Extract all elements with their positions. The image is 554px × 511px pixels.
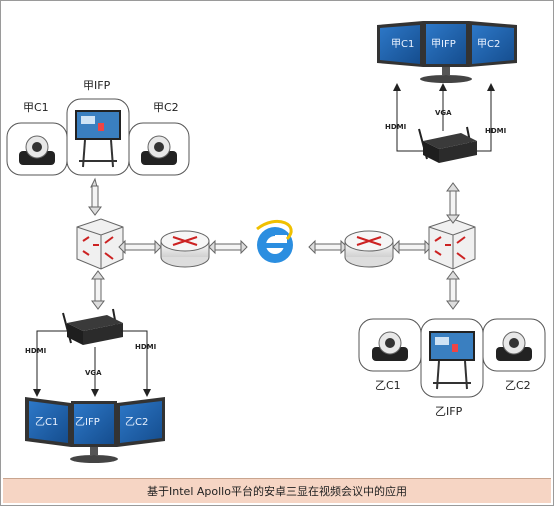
site-a-monitor-2-label: 乙IFP: [75, 416, 100, 428]
network-switch-icon: [428, 218, 476, 270]
site-a-ifp-label: 甲IFP: [83, 79, 111, 92]
hdmi-label-a-left: HDMI: [25, 347, 46, 355]
double-arrow-icon: [91, 270, 105, 310]
site-a-camera2-label: 甲C2: [153, 101, 179, 114]
hdmi-label-a-right: HDMI: [135, 343, 156, 351]
conference-camera-icon: [141, 135, 177, 165]
site-a-devices: 甲C1 甲IFP 甲C2: [6, 79, 190, 176]
vga-label-a: VGA: [85, 369, 102, 377]
site-a-camera1-label: 甲C1: [23, 101, 49, 114]
conference-camera-icon: [372, 331, 408, 361]
hdmi-label-b-left: HDMI: [385, 123, 406, 131]
double-arrow-icon: [308, 239, 348, 255]
double-arrow-icon: [118, 239, 162, 255]
site-b-devices: 乙C1 乙IFP 乙C2: [358, 318, 546, 418]
site-b-ifp-label: 乙IFP: [435, 405, 463, 418]
monitor-icon: [25, 397, 165, 463]
caption-bar: 基于Intel Apollo平台的安卓三显在视频会议中的应用: [3, 478, 551, 503]
site-b-camera2-label: 乙C2: [505, 379, 531, 392]
internet-explorer-icon: [256, 219, 293, 263]
double-arrow-icon: [208, 239, 248, 255]
site-b-camera1-label: 乙C1: [375, 379, 401, 392]
double-arrow-icon: [392, 239, 432, 255]
router-icon: [160, 230, 210, 268]
double-arrow-icon: [88, 177, 102, 216]
double-arrow-icon: [446, 182, 460, 224]
mini-pc-icon: [418, 126, 477, 163]
site-a-monitor-3-label: 乙C2: [125, 416, 148, 428]
hdmi-label-b-right: HDMI: [485, 127, 506, 135]
site-b-monitor-1-label: 甲C1: [391, 39, 414, 50]
network-switch-icon: [76, 218, 124, 270]
router-icon: [344, 230, 394, 268]
conference-camera-icon: [496, 331, 532, 361]
site-b-monitor-2-label: 甲IFP: [431, 39, 456, 50]
vga-label-b: VGA: [435, 109, 452, 117]
monitor-icon: [377, 21, 517, 83]
mini-pc-icon: [62, 308, 123, 345]
double-arrow-icon: [446, 270, 460, 310]
interactive-panel-icon: [429, 331, 475, 390]
site-a-monitor-1-label: 乙C1: [35, 416, 58, 428]
caption-text: 基于Intel Apollo平台的安卓三显在视频会议中的应用: [147, 485, 407, 498]
interactive-panel-icon: [75, 110, 121, 168]
site-b-monitor-3-label: 甲C2: [477, 39, 500, 50]
conference-camera-icon: [19, 135, 55, 165]
